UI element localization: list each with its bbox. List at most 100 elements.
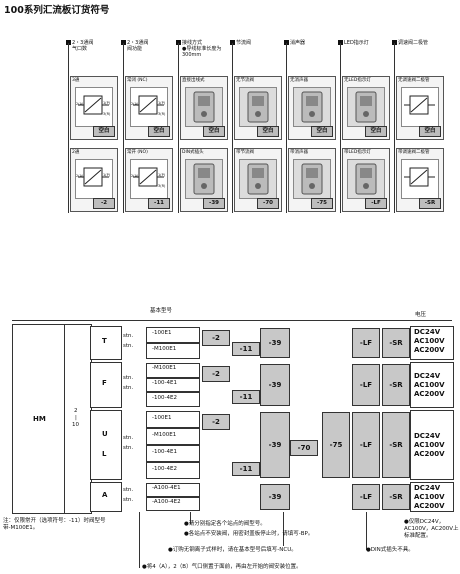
row1-option-c2[interactable]: 常闭 (NC)2(A)1(P)3(R)空白 xyxy=(125,76,173,140)
voltage-cell[interactable] xyxy=(410,482,454,512)
model-option-cell[interactable] xyxy=(146,392,200,407)
option-code-badge: 空白 xyxy=(148,126,170,137)
stn-label: stn. xyxy=(123,445,134,451)
note-1: ●请分别指定各个站点的阀型号。 xyxy=(184,521,266,527)
row2-option-c3[interactable]: DIN式插头-39 xyxy=(180,148,228,212)
voltage-option: AC200V xyxy=(414,390,445,398)
voltage-cell[interactable] xyxy=(410,326,454,360)
option-label: 无调速阀二极管 xyxy=(398,78,430,83)
option-11-cell[interactable]: -11 xyxy=(232,390,260,404)
note-leader-line xyxy=(283,512,284,546)
row2-option-c5[interactable]: 带消声器-75 xyxy=(288,148,336,212)
hm-cell xyxy=(12,324,66,514)
port-label: 3(R) xyxy=(158,184,166,188)
led-option-cell[interactable]: -LF xyxy=(352,412,380,478)
port-label: 3(R) xyxy=(103,112,111,116)
count-sep: | xyxy=(75,415,77,421)
valve-symbol-icon xyxy=(401,159,439,199)
model-option-cell[interactable] xyxy=(146,445,200,462)
model-option-cell[interactable] xyxy=(146,343,200,359)
port-label: 1(P) xyxy=(158,101,166,105)
option-2-cell[interactable]: -2 xyxy=(202,414,230,430)
led-option-cell[interactable]: -LF xyxy=(352,328,380,358)
model-code: -100E1 xyxy=(152,330,172,336)
model-code: -100-4E1 xyxy=(152,380,177,386)
valve-photo-image xyxy=(347,87,385,127)
row1-option-c6[interactable]: 无LED指示灯空白 xyxy=(342,76,390,140)
voltage-option: AC200V xyxy=(414,450,445,458)
stn-label: stn. xyxy=(123,497,134,503)
row1-option-c7[interactable]: 无调速阀二极管空白 xyxy=(396,76,444,140)
throttle-option-cell[interactable]: -70 xyxy=(290,440,318,456)
column-connector-line xyxy=(394,43,395,213)
option-11-cell[interactable]: -11 xyxy=(232,462,260,476)
valve-photo-image xyxy=(347,159,385,199)
row2-option-c4[interactable]: 带节流阀-70 xyxy=(234,148,282,212)
model-option-cell[interactable] xyxy=(146,377,200,393)
sr-option-cell[interactable]: -SR xyxy=(382,364,410,406)
led-option-cell[interactable]: -LF xyxy=(352,484,380,510)
valve-photo-image xyxy=(239,159,277,199)
model-option-cell[interactable] xyxy=(146,363,200,378)
led-option-cell[interactable]: -LF xyxy=(352,364,380,406)
row1-option-c3[interactable]: 直接出线式空白 xyxy=(180,76,228,140)
series-letter: F xyxy=(102,379,107,387)
option-label: DIN式插头 xyxy=(182,150,204,155)
row1-option-c5[interactable]: 无消声器空白 xyxy=(288,76,336,140)
din-option-cell[interactable]: -39 xyxy=(260,412,290,478)
din-option-cell[interactable]: -39 xyxy=(260,328,290,358)
series-letter: U xyxy=(102,430,108,438)
column-head-5: 消声器 xyxy=(284,40,305,46)
model-option-cell[interactable] xyxy=(146,411,200,428)
voltage-option: DC24V xyxy=(414,484,441,492)
row2-option-c7[interactable]: 带调速阀二极管-SR xyxy=(396,148,444,212)
model-option-cell[interactable] xyxy=(146,497,200,511)
column-head-label: 节流阀 xyxy=(236,40,252,46)
column-connector-line xyxy=(286,43,287,213)
din-option-cell[interactable]: -39 xyxy=(260,364,290,406)
option-label: 带LED指示灯 xyxy=(344,150,371,155)
row2-option-c6[interactable]: 带LED指示灯 -LF xyxy=(342,148,390,212)
row1-option-c4[interactable]: 无节流阀空白 xyxy=(234,76,282,140)
model-option-cell[interactable] xyxy=(146,483,200,497)
series-letter: A xyxy=(102,491,108,499)
voltage-option: AC200V xyxy=(414,502,445,510)
sr-option-cell[interactable]: -SR xyxy=(382,328,410,358)
stn-label: stn. xyxy=(123,435,134,441)
option-label: 常开 (NO) xyxy=(127,150,148,155)
option-2-cell[interactable]: -2 xyxy=(202,330,230,346)
voltage-cell[interactable] xyxy=(410,410,454,480)
series-letter: T xyxy=(102,337,107,345)
voltage-cell[interactable] xyxy=(410,362,454,408)
option-label: 常闭 (NC) xyxy=(127,78,148,83)
note-sr: ●仅限DC24V，AC100V，AC200V上标准配置。 xyxy=(404,519,459,539)
option-code-badge: -LF xyxy=(365,198,387,209)
model-code: -100-4E2 xyxy=(152,394,177,401)
model-code: -A100-4E2 xyxy=(152,499,181,505)
option-2-cell[interactable]: -2 xyxy=(202,366,230,382)
row2-option-c2[interactable]: 常开 (NO)2(A)1(P)3(R)-11 xyxy=(125,148,173,212)
sr-option-cell[interactable]: -SR xyxy=(382,412,410,478)
muffler-option-cell[interactable]: -75 xyxy=(322,412,350,478)
column-head-label: 2・3通阀 xyxy=(127,40,149,46)
din-option-cell[interactable]: -39 xyxy=(260,484,290,510)
option-code-badge: -SR xyxy=(419,198,441,209)
column-head-2: 2・3通阀阀功能 xyxy=(121,40,173,52)
option-11-cell[interactable]: -11 xyxy=(232,342,260,356)
column-head-4: 节流阀 xyxy=(230,40,251,46)
voltage-option: DC24V xyxy=(414,328,441,336)
sr-option-cell[interactable]: -SR xyxy=(382,484,410,510)
model-option-cell[interactable] xyxy=(146,327,200,343)
column-connector-line xyxy=(340,43,341,213)
model-code: -M100E1 xyxy=(152,431,177,438)
series-letter-cell xyxy=(90,410,122,480)
series-letter-cell xyxy=(90,326,122,360)
port-label: 2(A) xyxy=(76,102,84,106)
hm-label: HM xyxy=(33,415,46,423)
series-letter-2: L xyxy=(102,450,107,458)
column-subhead: ●导线标准长度为300mm xyxy=(182,46,222,58)
model-option-cell[interactable] xyxy=(146,428,200,445)
model-option-cell[interactable] xyxy=(146,462,200,479)
